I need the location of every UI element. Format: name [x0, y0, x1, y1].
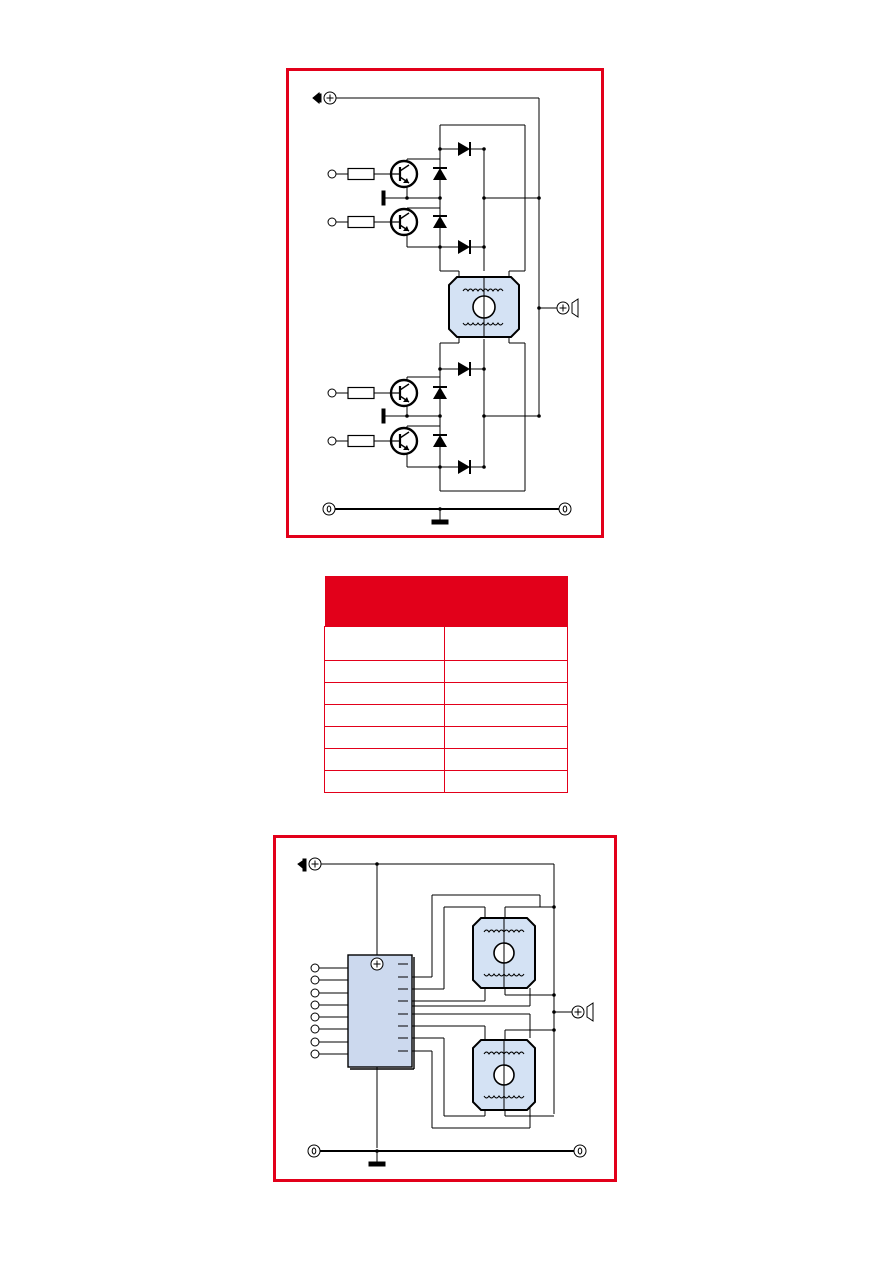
diode	[457, 361, 471, 377]
diode	[457, 459, 471, 475]
supply-plus-terminal	[308, 857, 322, 871]
input-terminal[interactable]	[327, 436, 337, 446]
resistor	[347, 386, 375, 400]
table-cell	[324, 726, 445, 749]
bipolar-driver-schematic	[286, 68, 604, 538]
ground-terminal-left	[322, 502, 336, 516]
input-terminal[interactable]	[327, 217, 337, 227]
table-cell	[444, 770, 568, 793]
ground-symbol-icon	[431, 519, 449, 525]
data-table	[324, 576, 568, 793]
table-header-cell	[444, 576, 568, 627]
input-terminal[interactable]	[310, 1024, 320, 1034]
diode	[432, 215, 448, 229]
transistor	[389, 378, 419, 408]
motor-supply-arrow-icon	[571, 298, 579, 318]
stepper-motor	[448, 276, 520, 338]
input-terminals	[310, 963, 348, 1059]
resistor	[347, 215, 375, 229]
table-cell	[444, 682, 568, 705]
table-row	[324, 770, 568, 793]
table-cell	[324, 626, 445, 661]
table-row	[324, 682, 568, 705]
table-cell	[444, 726, 568, 749]
ground-terminal-left	[307, 1144, 321, 1158]
ic-supply-pin	[370, 957, 384, 971]
bipolar-driver-svg	[312, 91, 579, 525]
input-terminal[interactable]	[310, 1012, 320, 1022]
transistor	[389, 159, 419, 189]
ground-symbol-icon	[368, 1161, 386, 1167]
stepper-motor-2	[472, 1039, 536, 1111]
diode	[457, 239, 471, 255]
table-cell	[324, 748, 445, 771]
motor-plus-terminal	[571, 1005, 585, 1019]
stepper-motor-1	[472, 917, 536, 989]
table-row	[324, 704, 568, 727]
resistor	[347, 167, 375, 181]
ground-terminal-right	[558, 502, 572, 516]
table-row	[324, 660, 568, 683]
input-terminal[interactable]	[310, 988, 320, 998]
table-cell	[324, 704, 445, 727]
input-terminal[interactable]	[310, 1037, 320, 1047]
diode	[432, 167, 448, 181]
transistor	[389, 426, 419, 456]
motor-plus-terminal	[556, 301, 570, 315]
ic-driver-schematic	[273, 835, 617, 1182]
table-cell	[324, 682, 445, 705]
supply-plus-terminal	[323, 91, 337, 105]
diode	[432, 386, 448, 400]
table-cell	[324, 770, 445, 793]
resistor	[347, 434, 375, 448]
input-terminal[interactable]	[310, 1000, 320, 1010]
table-cell	[444, 704, 568, 727]
table-row	[324, 626, 568, 661]
ic-driver-svg	[297, 857, 594, 1167]
diode	[432, 434, 448, 448]
table-row	[324, 726, 568, 749]
table-row	[324, 748, 568, 771]
motor-supply-arrow-icon	[586, 1002, 594, 1022]
table-cell	[444, 626, 568, 661]
input-terminal[interactable]	[327, 169, 337, 179]
table-cell	[444, 748, 568, 771]
table-cell	[444, 660, 568, 683]
table-header-cell	[324, 576, 445, 627]
transistor	[389, 207, 419, 237]
input-terminal[interactable]	[327, 388, 337, 398]
diode	[457, 141, 471, 157]
ground-terminal-right	[573, 1144, 587, 1158]
input-terminal[interactable]	[310, 975, 320, 985]
table-cell	[324, 660, 445, 683]
driver-ic	[347, 954, 413, 1068]
input-terminal[interactable]	[310, 963, 320, 973]
table-header-row	[324, 576, 568, 627]
input-terminal[interactable]	[310, 1049, 320, 1059]
